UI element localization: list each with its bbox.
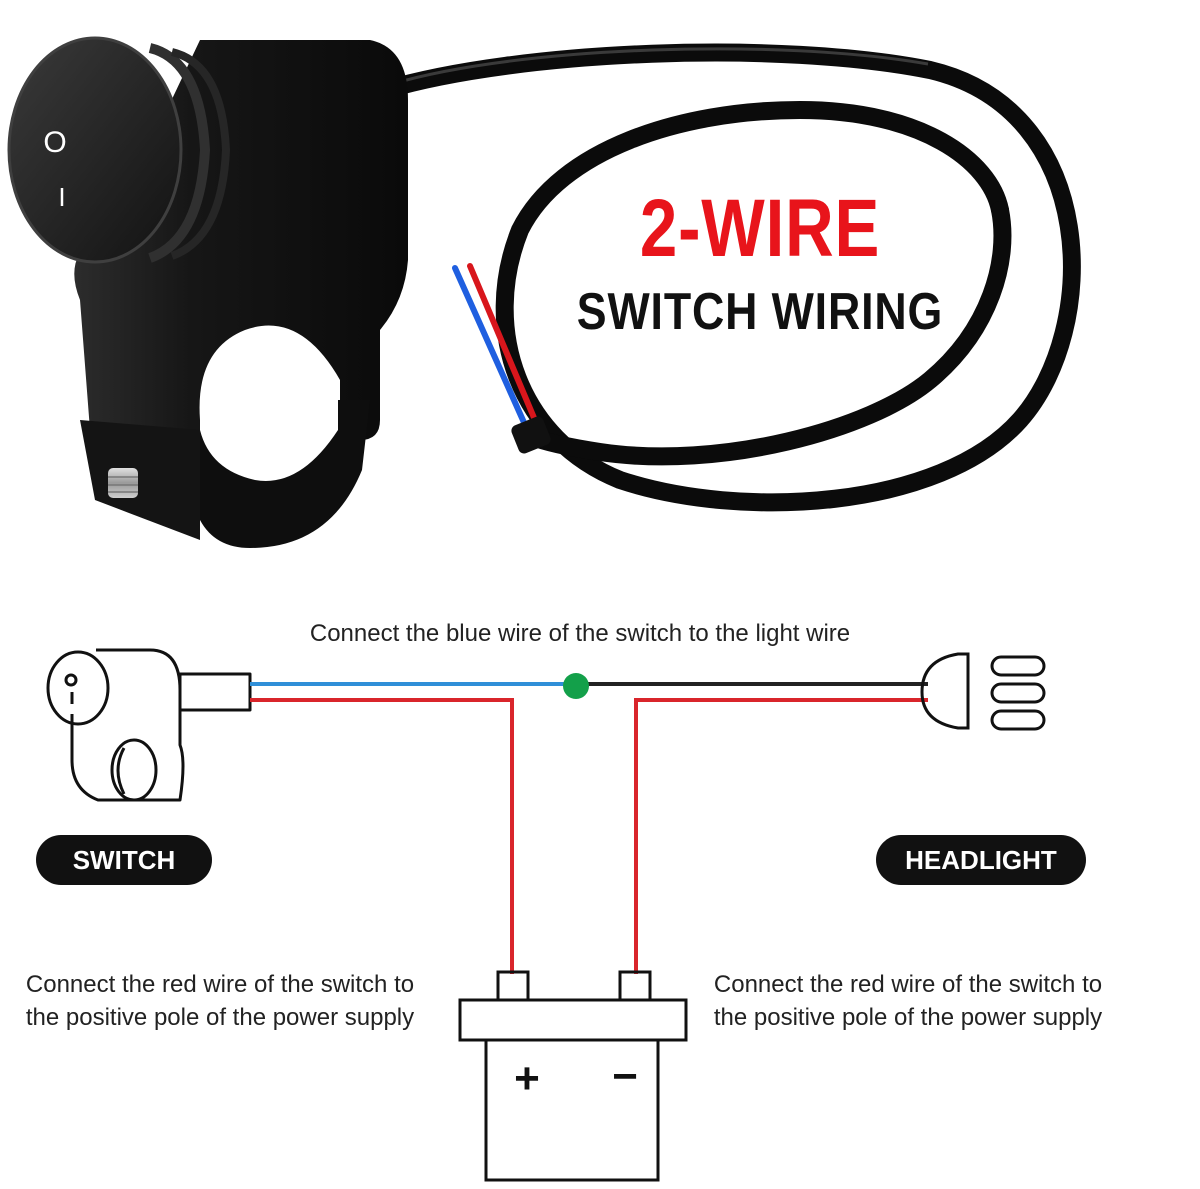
junction-dot-icon: [563, 673, 589, 699]
wires: [250, 682, 928, 974]
rocker-switch-icon: [7, 36, 409, 548]
blue-wire-caption: Connect the blue wire of the switch to t…: [309, 620, 851, 647]
exposed-wires: [452, 263, 551, 454]
battery-positive-symbol: +: [514, 1054, 540, 1103]
title-line-1: 2-WIRE: [639, 183, 881, 274]
red-wire-right: [634, 698, 928, 974]
switch-label: SWITCH: [36, 835, 212, 885]
title-line-2: SWITCH WIRING: [576, 283, 944, 341]
headlight-label: HEADLIGHT: [876, 835, 1086, 885]
battery-icon: [458, 970, 688, 1182]
switch-off-symbol: O: [43, 126, 66, 159]
left-red-wire-caption: Connect the red wire of the switch to th…: [25, 971, 415, 1031]
red-wire-left: [250, 698, 514, 974]
battery-negative-symbol: −: [612, 1052, 638, 1101]
headlight-icon: [920, 652, 1046, 731]
cable: [376, 43, 1081, 512]
switch-on-symbol: I: [58, 182, 65, 212]
switch-outline-icon: [46, 648, 252, 802]
right-red-wire-caption: Connect the red wire of the switch to th…: [713, 971, 1103, 1031]
